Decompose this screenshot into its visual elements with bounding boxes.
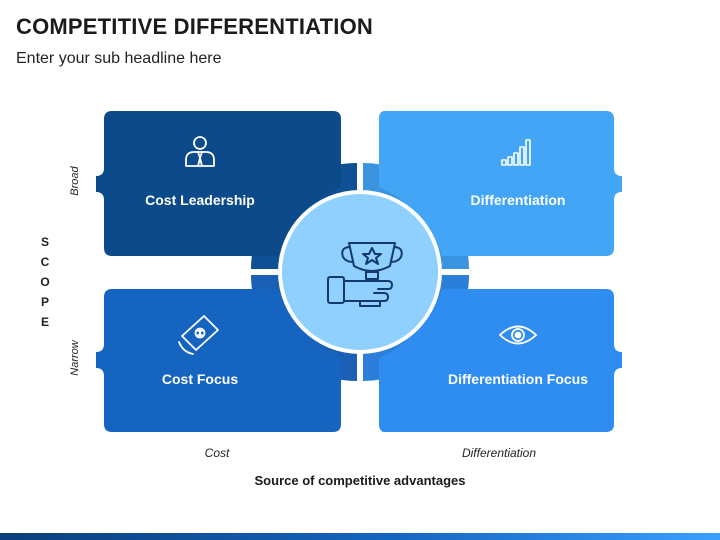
businessman-icon (185, 136, 215, 167)
quadrant-tile-cost-focus (96, 289, 341, 432)
trophy-hand-icon (327, 242, 403, 307)
quadrant-tile-differentiation (379, 111, 622, 256)
quadrant-label-differentiation-focus: Differentiation Focus (447, 371, 588, 387)
footer-bar (0, 533, 720, 540)
y-axis-label-narrow: Narrow (69, 340, 81, 376)
x-axis-label-cost: Cost (204, 446, 230, 460)
page-subtitle: Enter your sub headline here (16, 50, 222, 67)
eye-icon (498, 325, 538, 345)
y-axis-title-letter: O (40, 275, 50, 289)
quadrant-tile-cost-leadership (96, 111, 341, 256)
money-hand-icon (178, 315, 219, 355)
bar-chart-icon (501, 139, 531, 166)
page-title: COMPETITIVE DIFFERENTIATION (16, 14, 373, 39)
x-axis-title: Source of competitive advantages (254, 473, 466, 488)
center-circle-fill (282, 194, 438, 350)
x-axis-label-differentiation: Differentiation (461, 446, 537, 460)
y-axis-title-letter: P (40, 295, 49, 309)
quadrant-label-differentiation: Differentiation (470, 192, 566, 208)
quadrant-tile-differentiation-focus (379, 289, 622, 432)
y-axis-title-letter: E (40, 315, 49, 329)
y-axis-title-letter: S (40, 235, 49, 249)
quadrant-label-cost-leadership: Cost Leadership (145, 192, 255, 208)
y-axis-title: S C O P E (36, 232, 54, 332)
y-axis-title-letter: C (40, 255, 50, 269)
y-axis-label-broad: Broad (69, 166, 81, 196)
quadrant-label-cost-focus: Cost Focus (161, 371, 239, 387)
